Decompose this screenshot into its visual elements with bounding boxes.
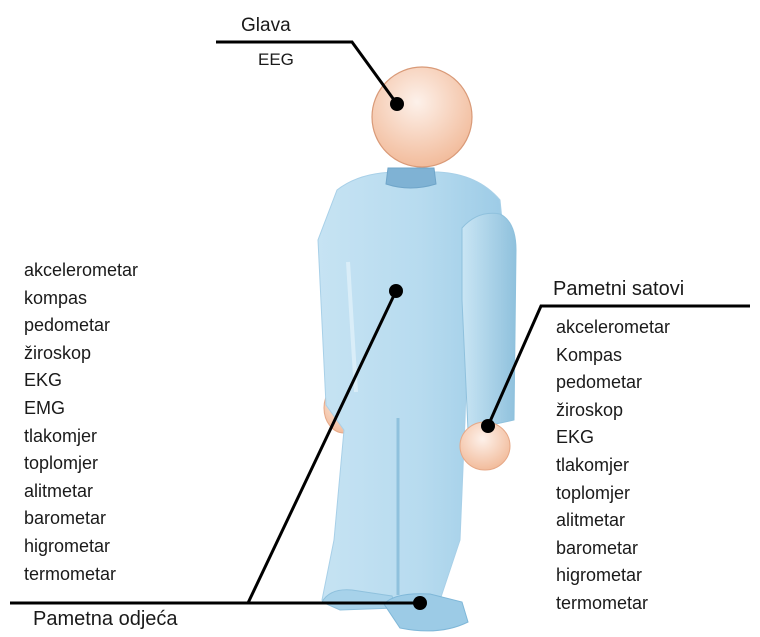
right-arm xyxy=(462,213,516,430)
list-item: termometar xyxy=(556,590,670,618)
torso-sensor-dot xyxy=(389,284,403,298)
head-leader-line xyxy=(216,42,397,104)
right-foot xyxy=(384,594,468,631)
list-item: toplomjer xyxy=(24,450,138,478)
list-item: pedometar xyxy=(24,312,138,340)
foot-sensor-dot xyxy=(413,596,427,610)
list-item: akcelerometar xyxy=(556,314,670,342)
list-item: tlakomjer xyxy=(24,423,138,451)
wrist-sensor-dot xyxy=(481,419,495,433)
list-item: EMG xyxy=(24,395,138,423)
list-item: termometar xyxy=(24,561,138,589)
list-item: higrometar xyxy=(556,562,670,590)
list-item: akcelerometar xyxy=(24,257,138,285)
list-item: žiroskop xyxy=(24,340,138,368)
list-item: alitmetar xyxy=(24,478,138,506)
list-item: higrometar xyxy=(24,533,138,561)
head xyxy=(372,67,472,167)
list-item: žiroskop xyxy=(556,397,670,425)
list-item: EKG xyxy=(24,367,138,395)
list-item: barometar xyxy=(24,505,138,533)
head-sensor-dot xyxy=(390,97,404,111)
list-item: pedometar xyxy=(556,369,670,397)
list-item: barometar xyxy=(556,535,670,563)
head-sensor-eeg: EEG xyxy=(258,50,294,70)
list-item: alitmetar xyxy=(556,507,670,535)
smart-clothing-label: Pametna odjeća xyxy=(33,608,178,631)
list-item: Kompas xyxy=(556,342,670,370)
smart-watches-label: Pametni satovi xyxy=(553,278,684,301)
list-item: tlakomjer xyxy=(556,452,670,480)
list-item: EKG xyxy=(556,424,670,452)
smart-clothing-sensor-list: akcelerometar kompas pedometar žiroskop … xyxy=(24,257,138,588)
head-label: Glava xyxy=(241,15,291,37)
list-item: toplomjer xyxy=(556,480,670,508)
collar xyxy=(386,168,436,188)
smart-watches-sensor-list: akcelerometar Kompas pedometar žiroskop … xyxy=(556,314,670,618)
list-item: kompas xyxy=(24,285,138,313)
